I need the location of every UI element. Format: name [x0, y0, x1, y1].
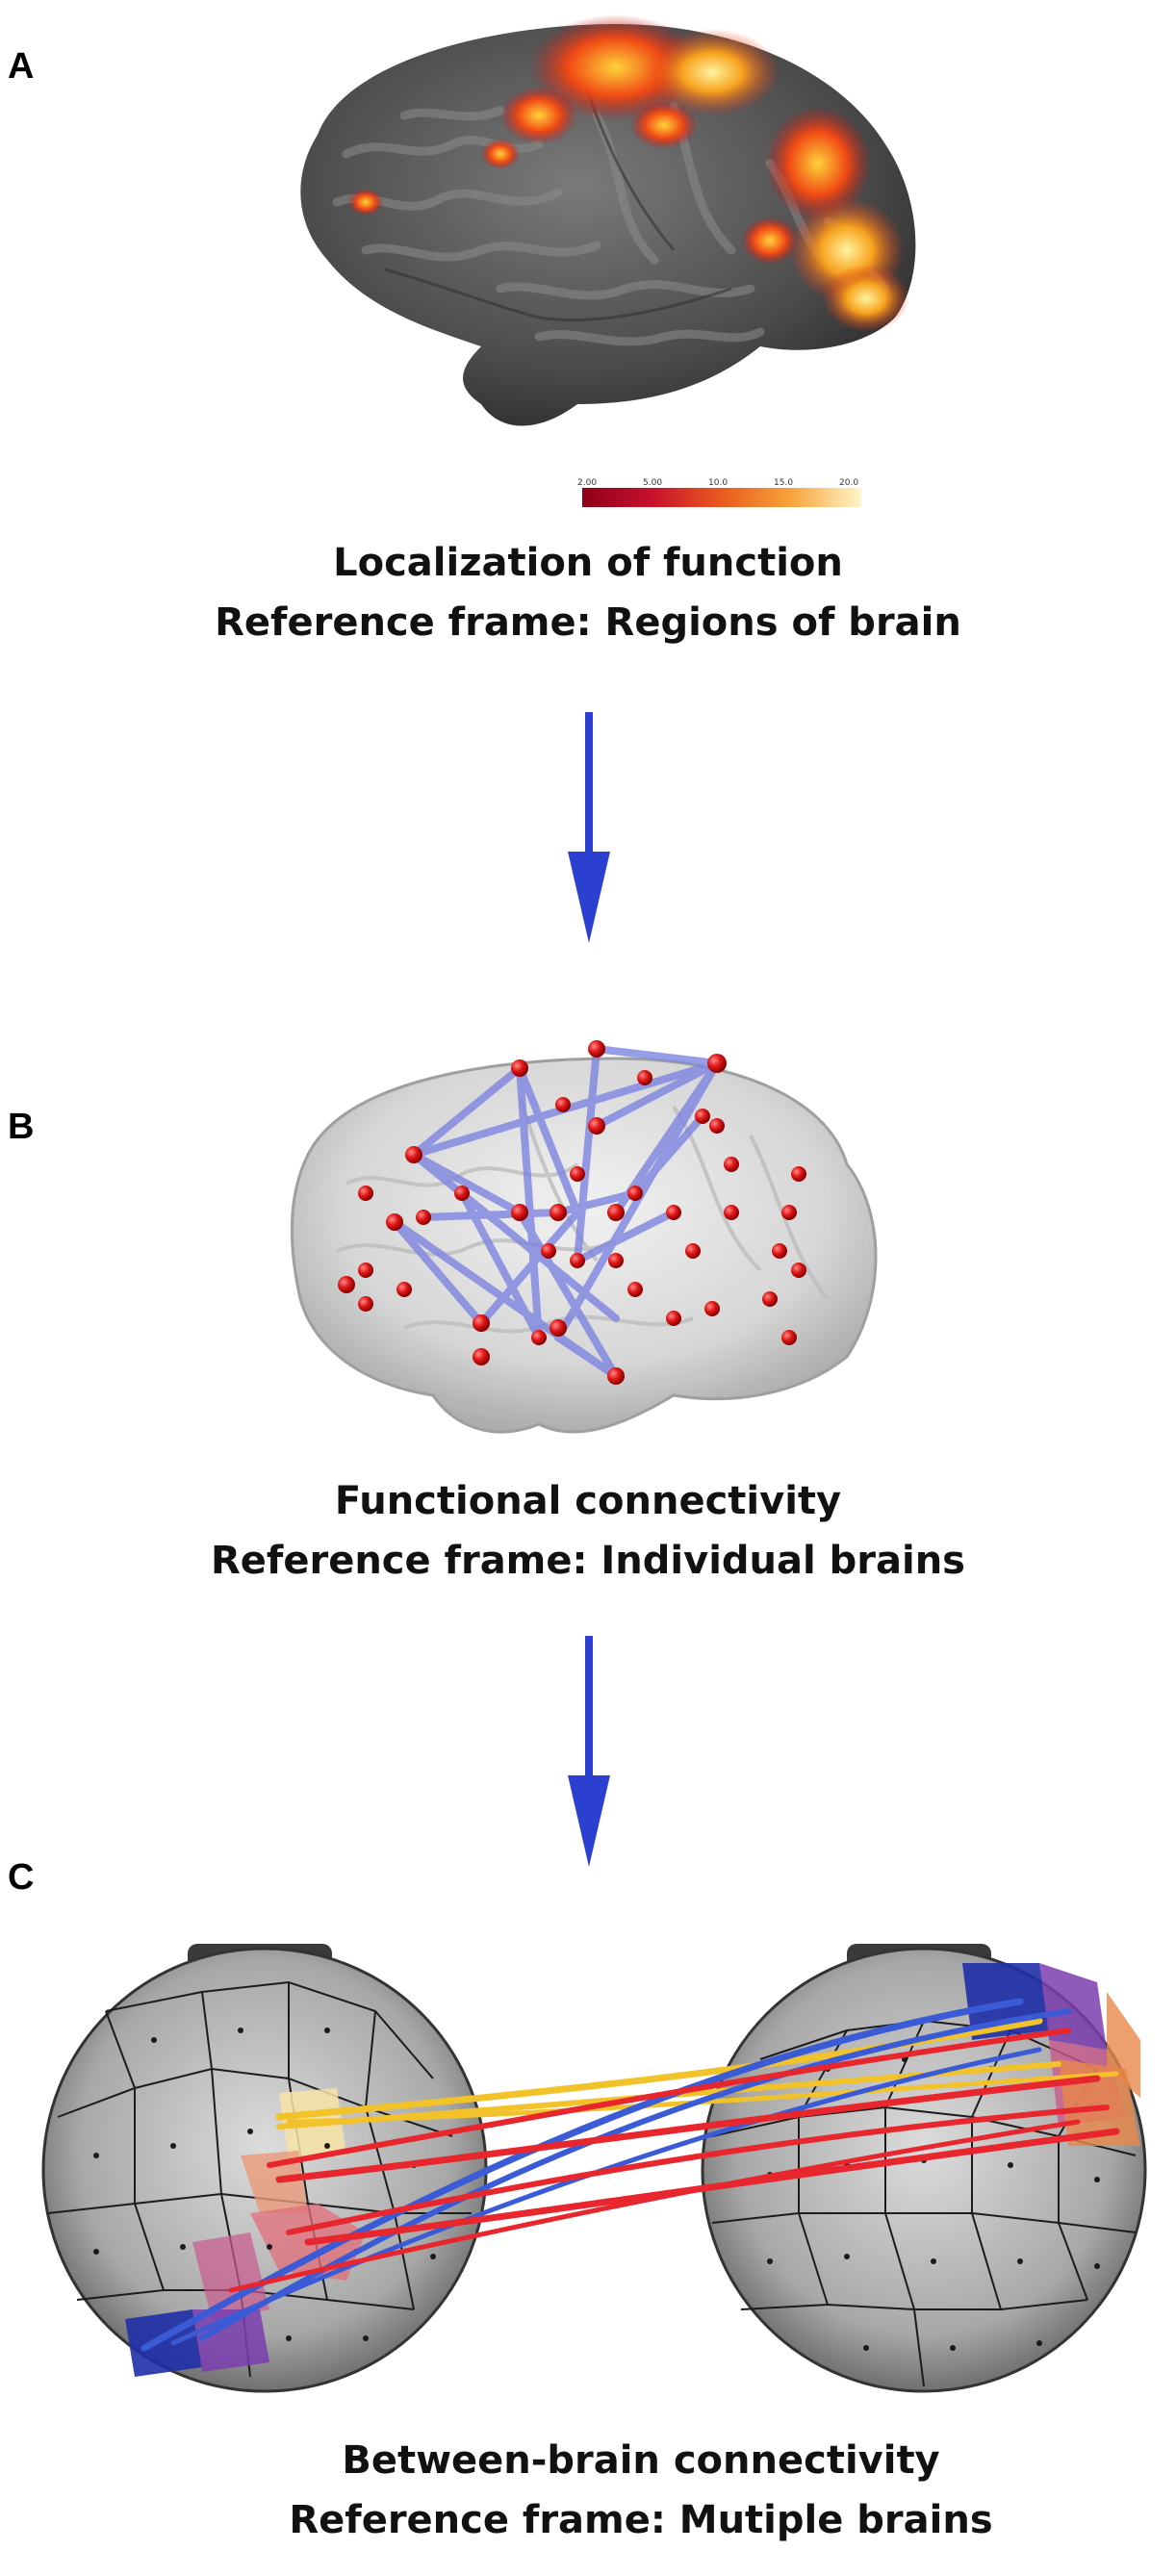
cortical-activation-map — [300, 14, 916, 426]
colorbar: 2.00 5.00 10.0 15.0 20.0 — [577, 478, 861, 507]
colorbar-tick-label: 15.0 — [774, 478, 793, 488]
right-head — [701, 1944, 1147, 2393]
between-brain-hyperscanning — [41, 1944, 1147, 2393]
panel-letter-c: C — [8, 1857, 35, 1898]
down-arrow-1 — [568, 712, 610, 943]
colorbar-tick-label: 5.00 — [643, 478, 662, 488]
colorbar-gradient — [582, 488, 861, 507]
colorbar-tick-label: 20.0 — [839, 478, 858, 488]
panel-letter-a: A — [8, 46, 35, 87]
brain-surface — [300, 24, 916, 426]
caption-a-line1: Localization of function — [333, 541, 843, 585]
colorbar-tick-label: 10.0 — [708, 478, 728, 488]
caption-b: Functional connectivity Reference frame:… — [0, 1482, 1176, 1580]
left-head — [41, 1944, 488, 2393]
caption-c-line2: Reference frame: Mutiple brains — [289, 2498, 993, 2542]
down-arrow-2 — [568, 1636, 610, 1867]
colorbar-tick-label: 2.00 — [577, 478, 597, 488]
caption-c: Between-brain connectivity Reference fra… — [53, 2441, 1176, 2539]
panel-letter-b: B — [8, 1107, 35, 1147]
caption-b-line1: Functional connectivity — [334, 1479, 842, 1523]
functional-network-brain — [290, 1040, 878, 1434]
caption-a-line2: Reference frame: Regions of brain — [215, 600, 961, 645]
caption-b-line2: Reference frame: Individual brains — [211, 1539, 965, 1583]
caption-a: Localization of function Reference frame… — [0, 544, 1176, 642]
caption-c-line1: Between-brain connectivity — [342, 2438, 940, 2483]
